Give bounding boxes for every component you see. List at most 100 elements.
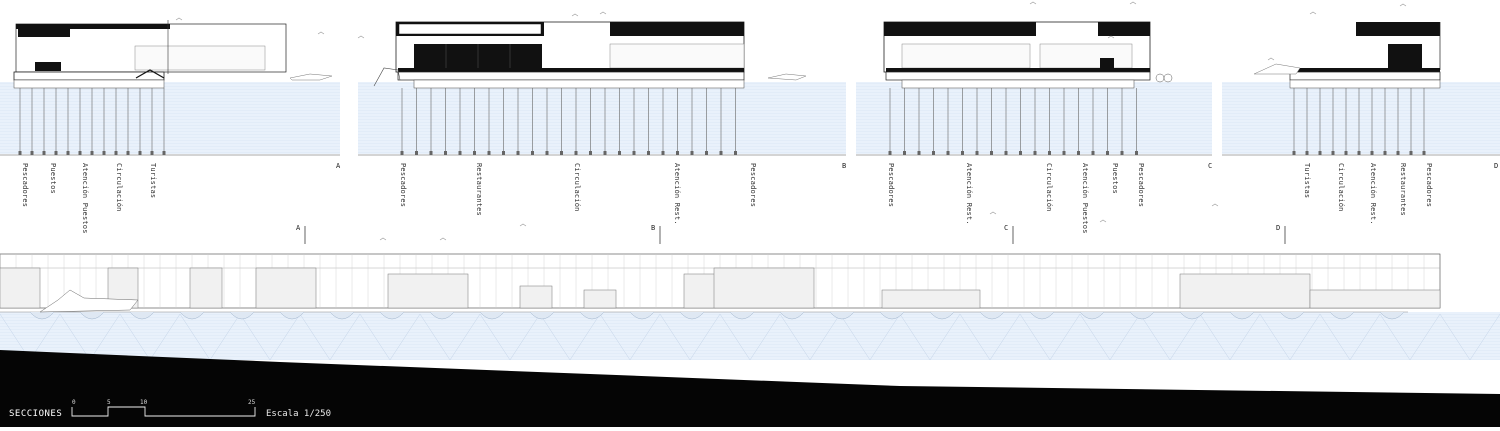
- pile-foot: [1135, 151, 1138, 155]
- pile-foot: [138, 151, 142, 155]
- pile-foot: [66, 151, 70, 155]
- bracing: [419, 313, 481, 361]
- arch: [1279, 311, 1305, 320]
- bird: [519, 223, 527, 227]
- pile-foot: [516, 151, 520, 155]
- bracing: [299, 313, 361, 361]
- pile-foot: [603, 151, 607, 155]
- section-c-label: Pescadores: [1137, 163, 1145, 208]
- pile-foot: [719, 151, 723, 155]
- facade-panel: [0, 267, 41, 309]
- pile-foot: [487, 151, 491, 155]
- arch: [329, 311, 355, 320]
- facade-panel: [387, 273, 469, 309]
- pile-foot: [90, 151, 94, 155]
- pile-foot: [54, 151, 58, 155]
- arch: [729, 311, 755, 320]
- arch: [379, 311, 405, 320]
- section-id-c: C: [1208, 162, 1213, 170]
- arch: [1329, 311, 1355, 320]
- section-a-label: Turistas: [149, 163, 157, 199]
- section-d-label: Circulación: [1337, 163, 1345, 212]
- bird: [1099, 219, 1107, 223]
- pile-foot: [78, 151, 82, 155]
- section-b-label: Circulación: [573, 163, 581, 212]
- section-b-label: Restaurantes: [475, 163, 483, 216]
- arch: [1229, 311, 1255, 320]
- pile-foot: [1019, 151, 1022, 155]
- cut-marker-d: D: [1276, 224, 1281, 232]
- pile-foot: [400, 151, 404, 155]
- cut-marker-b: B: [651, 224, 656, 232]
- facade-panel: [583, 289, 617, 309]
- arch: [529, 311, 555, 320]
- bird: [1309, 11, 1317, 15]
- pile-foot: [961, 151, 964, 155]
- pile-foot: [1331, 151, 1335, 155]
- section-a-label: Puestos: [49, 163, 57, 194]
- pile-foot: [502, 151, 505, 155]
- section-c: [856, 21, 1212, 156]
- arch: [929, 311, 955, 320]
- pile-row: [400, 88, 737, 155]
- bird: [1399, 3, 1407, 7]
- pile-foot: [126, 151, 130, 155]
- facade-panel: [713, 267, 815, 309]
- arch: [129, 311, 155, 320]
- pile-foot: [1120, 151, 1124, 155]
- bracing: [899, 313, 961, 361]
- pile-foot: [1091, 151, 1095, 155]
- bracing: [1259, 313, 1321, 361]
- arch: [79, 311, 105, 320]
- pile-foot: [676, 151, 679, 155]
- pile-row: [888, 88, 1138, 155]
- pile-foot: [946, 151, 950, 155]
- pile-foot: [618, 151, 621, 155]
- pile-foot: [975, 151, 979, 155]
- section-a-label: Circulación: [115, 163, 123, 212]
- pile-foot: [1396, 151, 1400, 155]
- pile-foot: [531, 151, 534, 155]
- bracing: [1379, 313, 1441, 361]
- bracing: [1199, 313, 1261, 361]
- arch: [29, 311, 55, 320]
- pile-foot: [1422, 151, 1426, 155]
- section-d-label: Pescadores: [1425, 163, 1433, 208]
- bird: [357, 35, 365, 39]
- bird: [1129, 1, 1137, 5]
- pile-foot: [458, 151, 462, 155]
- section-c-label: Atención Puestos: [1081, 163, 1089, 234]
- pile-foot: [444, 151, 447, 155]
- pile-foot: [734, 151, 737, 155]
- cut-marker-c: C: [1004, 224, 1009, 232]
- long-elevation: [0, 226, 1500, 361]
- pile-foot: [1305, 151, 1309, 155]
- arch: [1379, 311, 1405, 320]
- pile-foot: [1004, 151, 1008, 155]
- bird: [439, 237, 447, 241]
- section-a-label: Pescadores: [21, 163, 29, 208]
- pile-foot: [1033, 151, 1037, 155]
- pile-foot: [1357, 151, 1361, 155]
- section-d-label: Restaurantes: [1399, 163, 1407, 216]
- bracing: [1319, 313, 1381, 361]
- bird: [599, 11, 607, 15]
- pile-foot: [415, 151, 418, 155]
- arch: [679, 311, 705, 320]
- pile-foot: [661, 151, 665, 155]
- pile-foot: [1106, 151, 1109, 155]
- bird: [989, 211, 997, 215]
- pile-foot: [932, 151, 935, 155]
- bracing: [359, 313, 421, 361]
- bird: [1267, 57, 1275, 61]
- section-d-label: Turistas: [1303, 163, 1311, 199]
- section-c-label: Puestos: [1111, 163, 1119, 194]
- sheet-title: SECCIONES: [9, 409, 63, 419]
- bracing: [1439, 313, 1500, 361]
- pile-foot: [647, 151, 650, 155]
- pile-foot: [560, 151, 563, 155]
- pile-foot: [30, 151, 34, 155]
- arch: [429, 311, 455, 320]
- bird: [379, 237, 387, 241]
